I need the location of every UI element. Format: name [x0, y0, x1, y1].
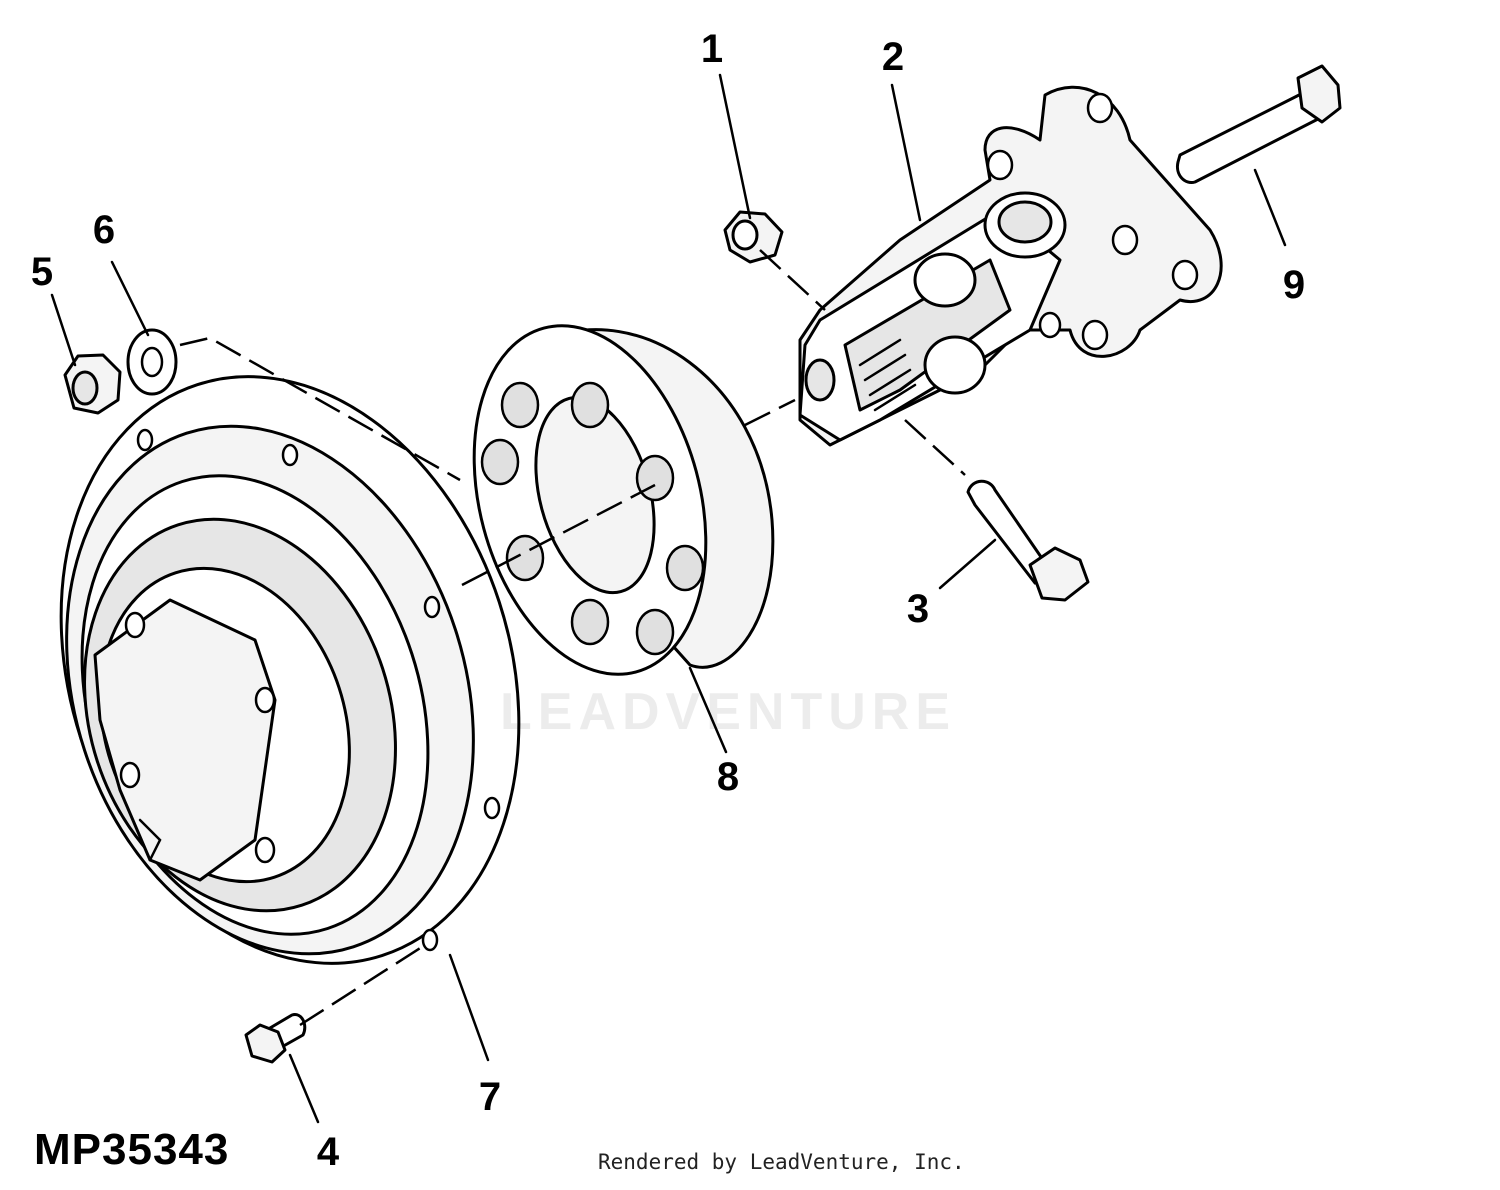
part-4-housing-bolt[interactable] [244, 1013, 307, 1064]
callout-1: 1 [701, 27, 723, 71]
part-2-pump-assembly[interactable] [798, 85, 1223, 447]
part-6-lock-washer[interactable] [126, 328, 178, 396]
callout-9: 9 [1283, 263, 1305, 307]
callout-5: 5 [31, 250, 53, 294]
assembly-lines [179, 249, 966, 1027]
callout-3: 3 [907, 587, 929, 631]
callout-8: 8 [717, 755, 739, 799]
part-3-short-bolt[interactable] [966, 479, 1090, 602]
part-8-coupler-disc[interactable] [438, 300, 775, 701]
watermark-text: LEADVENTURE [500, 683, 957, 741]
callout-7: 7 [479, 1075, 501, 1119]
part-7-flywheel-housing[interactable] [0, 317, 592, 1024]
leader-lines [50, 73, 1287, 1124]
callout-4: 4 [317, 1130, 340, 1174]
part-5-hex-nut[interactable] [63, 353, 122, 415]
part-1-nut[interactable] [723, 210, 784, 264]
diagram-reference-code: MP35343 [34, 1125, 230, 1174]
callout-2: 2 [882, 35, 904, 79]
callout-6: 6 [93, 208, 115, 252]
part-9-long-bolt[interactable] [1175, 64, 1342, 185]
render-credit: Rendered by LeadVenture, Inc. [598, 1150, 965, 1174]
